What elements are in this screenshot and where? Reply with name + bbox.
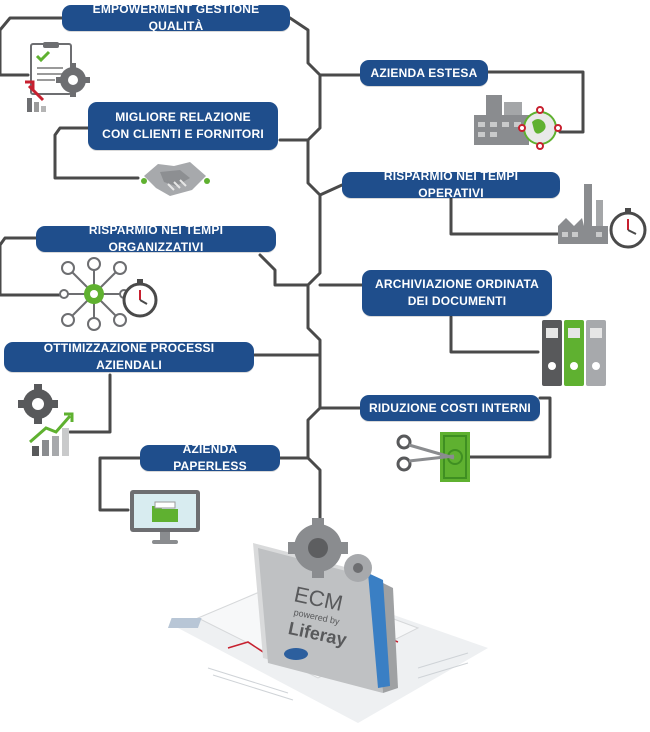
label-azienda-estesa: AZIENDA ESTESA — [360, 60, 488, 86]
ecm-documents-icon: ECM powered by Liferay — [168, 518, 488, 723]
label-empowerment-gestione-qualita: EMPOWERMENT GESTIONE QUALITÀ — [62, 2, 290, 33]
label-azienda-paperless: AZIENDA PAPERLESS — [140, 442, 280, 473]
label-migliore-relazione: MIGLIORE RELAZIONE CON CLIENTI E FORNITO… — [88, 102, 278, 150]
label-risparmio-tempi-organizzativi: RISPARMIO NEI TEMPI ORGANIZZATIVI — [36, 223, 276, 254]
gear-chart-icon — [18, 384, 74, 456]
label-ottimizzazione-processi: OTTIMIZZAZIONE PROCESSI AZIENDALI — [4, 341, 254, 372]
label-archiviazione-ordinata: ARCHIVIAZIONE ORDINATA DEI DOCUMENTI — [362, 270, 552, 316]
label-risparmio-tempi-operativi: RISPARMIO NEI TEMPI OPERATIVI — [342, 169, 560, 200]
factory-globe-icon — [474, 95, 562, 150]
monitor-folder-icon — [130, 490, 200, 544]
binders-icon — [542, 320, 606, 386]
factory-stopwatch-icon — [558, 184, 647, 249]
network-stopwatch-icon — [59, 257, 158, 331]
label-riduzione-costi-interni: RIDUZIONE COSTI INTERNI — [360, 395, 540, 421]
scissors-money-icon — [396, 432, 470, 482]
checklist-gear-icon — [25, 42, 90, 112]
handshake-icon — [144, 162, 206, 196]
